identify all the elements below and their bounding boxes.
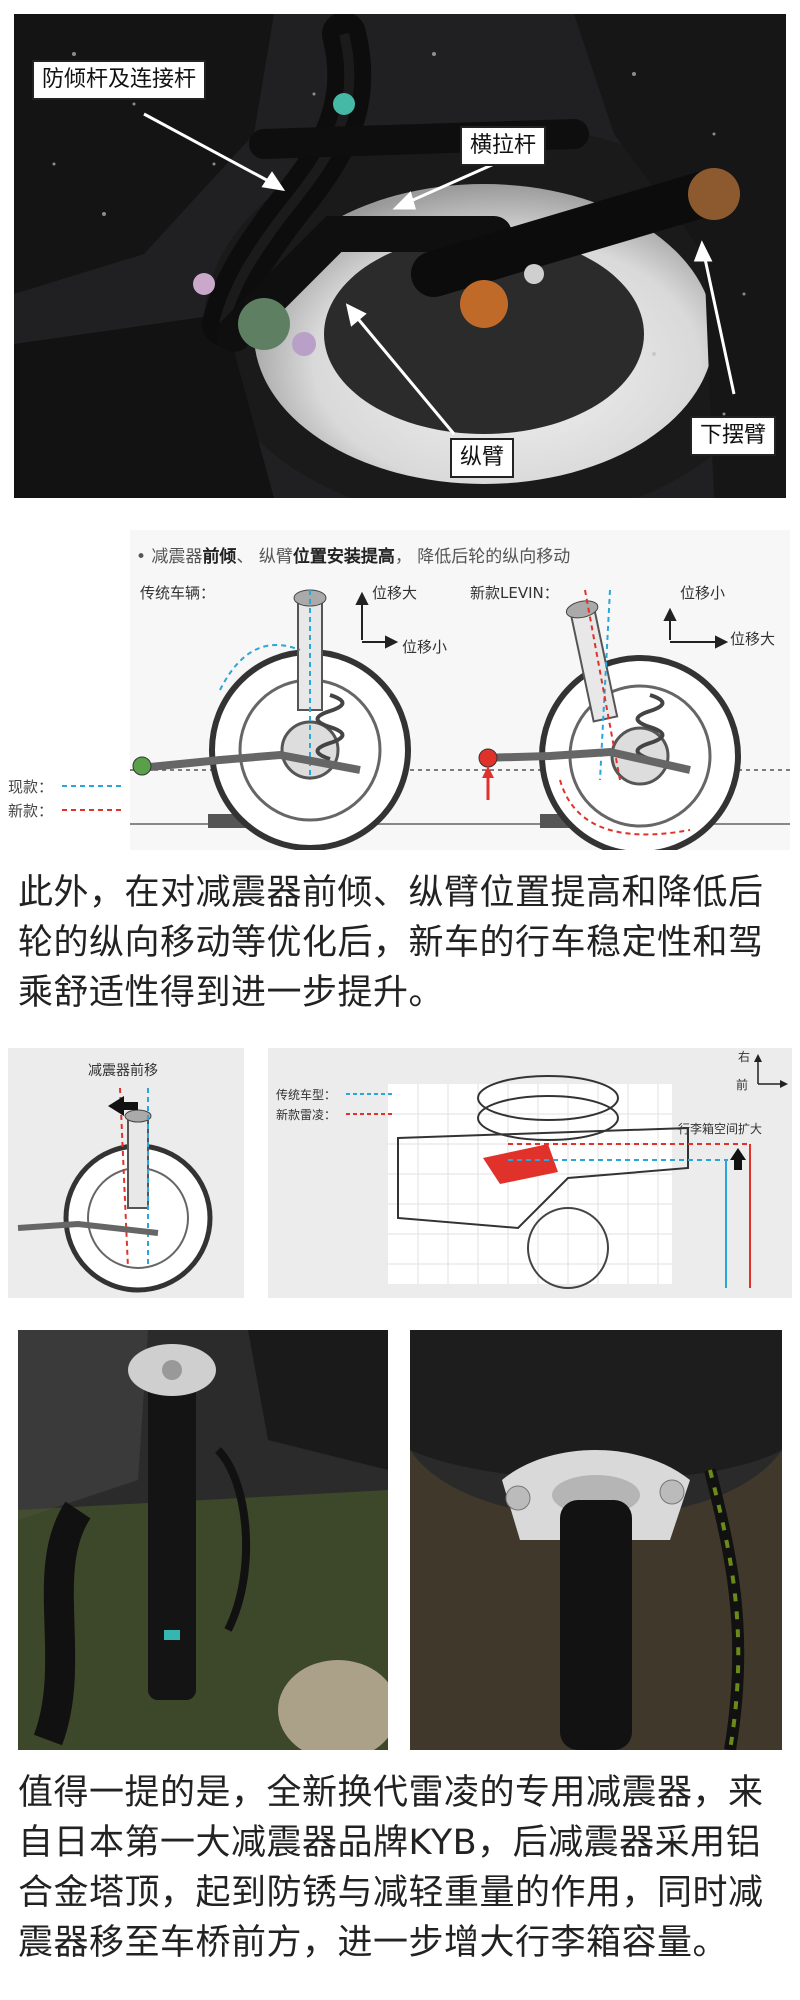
label-disp-small-1: 位移小 bbox=[402, 638, 448, 656]
legend-lines bbox=[62, 785, 122, 811]
label-lower-arm: 下摆臂 bbox=[690, 416, 777, 456]
label-disp-big-1: 位移大 bbox=[372, 584, 418, 602]
diagram1-title-prefix: • 减震器 bbox=[136, 547, 203, 567]
suspension-diagram-1: • 减震器前倾、 纵臂位置安装提高， 降低后轮的纵向移动 传统车辆： 新款LEV… bbox=[130, 530, 790, 850]
label-direction-right: 右 bbox=[738, 1050, 751, 1064]
diagram2a-art bbox=[17, 1087, 213, 1293]
diagram1-title-suffix: ， 降低后轮的纵向移动 bbox=[394, 547, 571, 567]
paragraph-kyb-shock: 值得一提的是，全新换代雷凌的专用减震器，来自日本第一大减震器品牌KYB，后减震器… bbox=[18, 1773, 764, 1963]
label-direction-front: 前 bbox=[736, 1078, 749, 1092]
shock-forward-diagram: 减震器前移 bbox=[8, 1048, 244, 1298]
rear-shock-photo-art bbox=[18, 1330, 388, 1750]
suspension-photo-art bbox=[14, 14, 786, 498]
diagram1-art bbox=[130, 589, 790, 850]
rear-shock-photo bbox=[18, 1330, 388, 1750]
label-trailing-arm: 纵臂 bbox=[450, 438, 515, 478]
legend-new: 新款： bbox=[8, 800, 53, 821]
label-disp-big-2: 位移大 bbox=[730, 630, 776, 648]
shock-tower-photo-art bbox=[410, 1330, 782, 1750]
label-stabilizer-bar: 防倾杆及连接杆 bbox=[32, 60, 207, 100]
diagram1-title-bold-2: 位置安装提高 bbox=[292, 547, 395, 567]
diagram2b-art bbox=[346, 1054, 788, 1289]
label-trunk-expand: 行李箱空间扩大 bbox=[678, 1122, 763, 1136]
diagram1-title-bold-1: 前倾 bbox=[202, 547, 237, 567]
label-disp-small-2: 位移小 bbox=[680, 584, 726, 602]
paragraph-optimization: 此外，在对减震器前倾、纵臂位置提高和降低后轮的纵向移动等优化后，新车的行车稳定性… bbox=[18, 873, 764, 1013]
label-new-levin: 新款LEVIN： bbox=[470, 584, 559, 602]
label-shock-forward: 减震器前移 bbox=[88, 1063, 158, 1079]
diagram1-title-mid: 、 纵臂 bbox=[236, 547, 293, 567]
trunk-space-diagram: 传统车型： 新款雷凌： 右 前 行李箱空间扩大 bbox=[268, 1048, 792, 1298]
label-lateral-link: 横拉杆 bbox=[460, 126, 547, 166]
legend-current-label: 现款： bbox=[8, 778, 54, 796]
diagram1-title: • 减震器前倾、 纵臂位置安装提高， 降低后轮的纵向移动 bbox=[136, 542, 570, 567]
shock-tower-photo bbox=[410, 1330, 782, 1750]
legend-new-label: 新款： bbox=[8, 802, 54, 820]
label-new-leiling: 新款雷凌： bbox=[276, 1108, 337, 1122]
suspension-photo: 防倾杆及连接杆 横拉杆 纵臂 下摆臂 bbox=[14, 14, 786, 498]
label-traditional-type: 传统车型： bbox=[276, 1088, 337, 1102]
legend-current: 现款： bbox=[8, 776, 53, 797]
label-traditional-vehicle: 传统车辆： bbox=[140, 584, 216, 602]
